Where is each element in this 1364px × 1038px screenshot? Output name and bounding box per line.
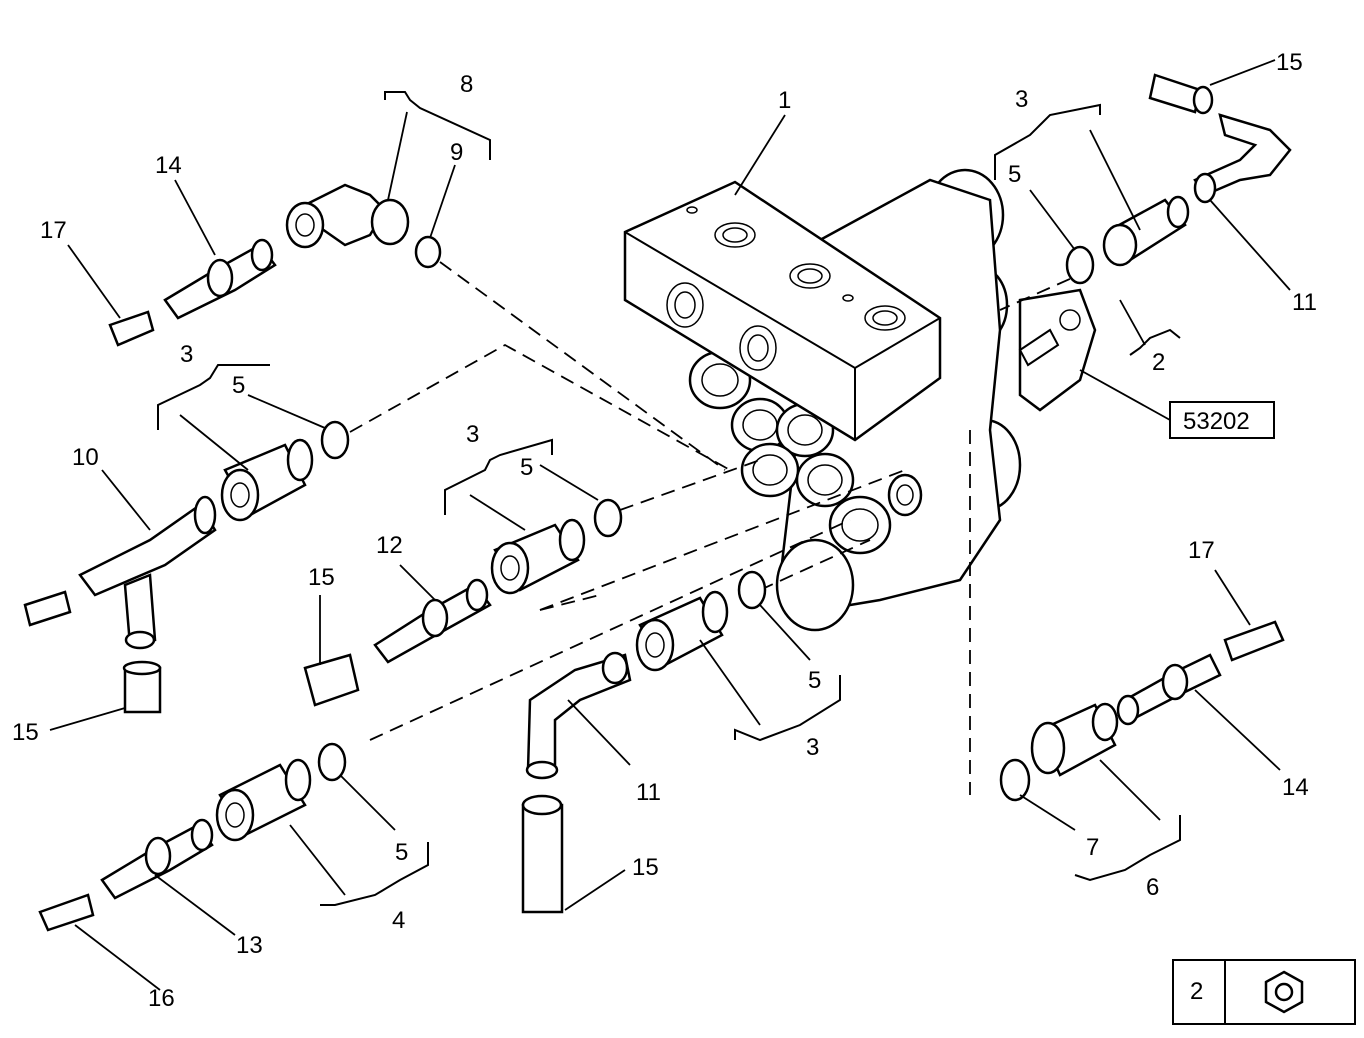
barb-fitting-13 xyxy=(100,818,214,900)
elbow-fitting-11-lower xyxy=(525,651,632,780)
callout-9: 9 xyxy=(450,139,463,166)
callout-11-lower: 11 xyxy=(636,779,661,806)
legend-number: 2 xyxy=(1190,978,1203,1005)
o-ring-7 xyxy=(999,758,1031,802)
callout-3-lower: 3 xyxy=(806,734,819,761)
callout-15-top-right: 15 xyxy=(1276,49,1303,76)
elbow-fitting-8 xyxy=(285,183,410,249)
callout-3-center: 3 xyxy=(466,421,479,448)
callout-2: 2 xyxy=(1152,349,1165,376)
callout-5-left: 5 xyxy=(232,372,245,399)
o-ring-5-right xyxy=(1065,245,1095,285)
hex-nut-icon xyxy=(1264,970,1304,1014)
leader-lines xyxy=(49,59,1291,991)
tube-15-lower-end xyxy=(521,794,563,816)
o-ring-5-lower xyxy=(737,570,767,610)
tube-15-top-right-end xyxy=(1192,85,1214,115)
tube-16 xyxy=(38,893,95,932)
callout-15-left: 15 xyxy=(12,719,39,746)
callout-5-center: 5 xyxy=(520,454,533,481)
tube-17-right xyxy=(1223,620,1285,662)
tube-15-mid xyxy=(303,653,360,707)
callout-4: 4 xyxy=(392,907,405,934)
callout-5-lower: 5 xyxy=(808,667,821,694)
adapter-6 xyxy=(1030,702,1119,777)
adapter-4 xyxy=(215,758,312,842)
callout-6: 6 xyxy=(1146,874,1159,901)
callout-13: 13 xyxy=(236,932,263,959)
barb-fitting-12 xyxy=(373,578,492,664)
barb-fitting-14-right xyxy=(1116,653,1222,726)
reference-number: 53202 xyxy=(1183,408,1250,435)
callout-5-right: 5 xyxy=(1008,161,1021,188)
callout-11-upper: 11 xyxy=(1292,289,1317,316)
callout-17-left: 17 xyxy=(40,217,67,244)
callout-12: 12 xyxy=(376,532,403,559)
tube-15-top-right xyxy=(1148,73,1202,114)
tube-15-lower xyxy=(521,803,564,914)
callout-16: 16 xyxy=(148,985,175,1012)
tube-15-left-end xyxy=(122,660,162,676)
o-ring-9 xyxy=(414,235,442,269)
legend-table: 2 xyxy=(1172,959,1356,1025)
tube-left-10 xyxy=(23,590,72,627)
callout-17-right: 17 xyxy=(1188,537,1215,564)
callout-8: 8 xyxy=(460,71,473,98)
reference-box: 53202 xyxy=(1169,401,1275,439)
callout-7: 7 xyxy=(1086,834,1099,861)
o-ring-5-bottom xyxy=(317,742,347,782)
tube-17-left xyxy=(108,310,155,347)
elbow-fitting-11-upper xyxy=(1193,113,1292,204)
adapter-3-lower xyxy=(635,590,729,672)
callout-15-mid: 15 xyxy=(308,564,335,591)
callout-14-right: 14 xyxy=(1282,774,1309,801)
callout-5-bottom: 5 xyxy=(395,839,408,866)
callout-15-lower: 15 xyxy=(632,854,659,881)
o-ring-5-center xyxy=(593,498,623,538)
tee-fitting-10 xyxy=(78,495,217,650)
valve-body xyxy=(623,168,1097,632)
o-ring-5-left xyxy=(320,420,350,460)
callout-3-left: 3 xyxy=(180,341,193,368)
adapter-3-left xyxy=(220,438,314,522)
callout-3-right: 3 xyxy=(1015,86,1028,113)
adapter-3-right xyxy=(1102,195,1190,267)
adapter-3-center xyxy=(490,518,586,595)
callout-10: 10 xyxy=(72,444,99,471)
callout-14-left: 14 xyxy=(155,152,182,179)
barb-fitting-14-left xyxy=(163,238,277,320)
callout-1: 1 xyxy=(778,87,791,114)
connection-lines xyxy=(349,261,1091,795)
callout-labels: 1 8 9 14 17 3 5 10 3 5 12 15 15 5 3 11 1… xyxy=(12,49,1317,1012)
brackets xyxy=(157,91,1181,906)
